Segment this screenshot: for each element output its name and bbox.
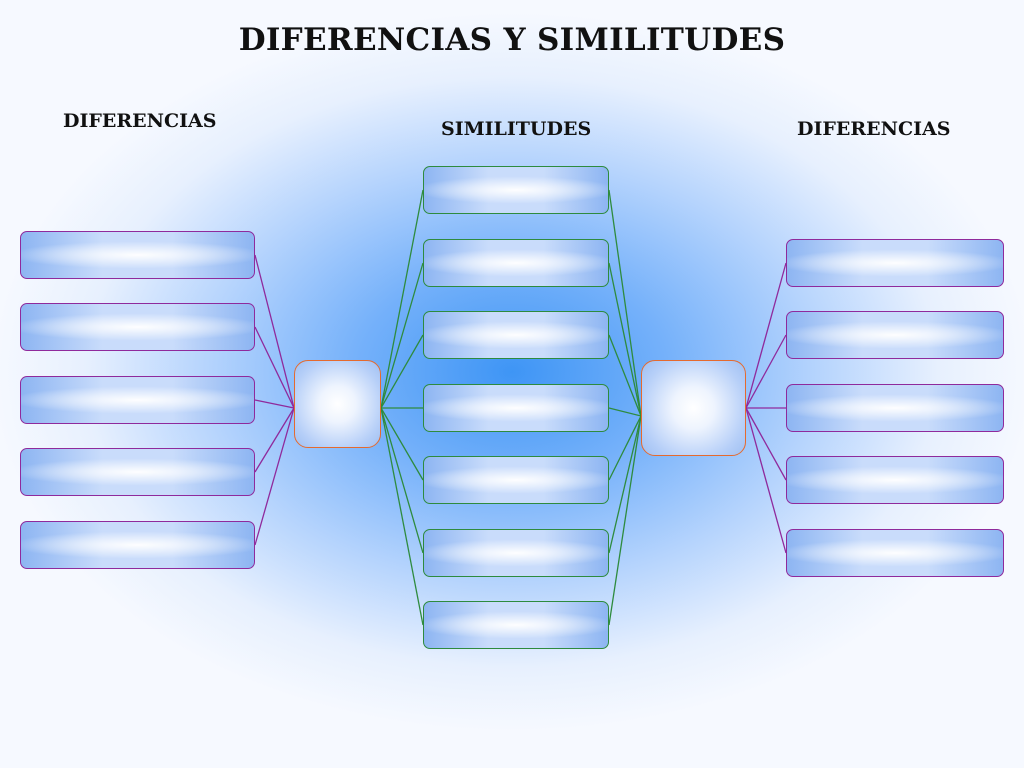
left-concept-box[interactable] (294, 360, 381, 448)
similarity-box[interactable] (423, 529, 609, 577)
right-similarity-connector (608, 189, 642, 417)
left-difference-connector (254, 407, 295, 546)
left-similarity-connector (380, 334, 424, 409)
left-column-label: DIFERENCIAS (63, 110, 217, 132)
right-difference-connector (745, 407, 787, 481)
similarity-box[interactable] (423, 601, 609, 649)
left-similarity-connector (380, 189, 424, 409)
similarity-box[interactable] (423, 384, 609, 432)
left-similarity-connector (380, 407, 424, 554)
left-difference-box[interactable] (20, 521, 255, 569)
middle-column-label: SIMILITUDES (441, 118, 592, 140)
right-difference-box[interactable] (786, 311, 1004, 359)
right-difference-box[interactable] (786, 239, 1004, 287)
similarity-box[interactable] (423, 239, 609, 287)
similarity-box[interactable] (423, 456, 609, 504)
left-difference-box[interactable] (20, 303, 255, 351)
right-similarity-connector (608, 262, 642, 417)
right-difference-box[interactable] (786, 384, 1004, 432)
left-similarity-connector (380, 407, 424, 481)
right-similarity-connector (608, 407, 642, 417)
right-similarity-connector (608, 334, 642, 417)
left-similarity-connector (380, 262, 424, 409)
right-difference-connector (745, 262, 787, 409)
left-difference-box[interactable] (20, 376, 255, 424)
left-difference-connector (254, 407, 295, 473)
right-difference-box[interactable] (786, 529, 1004, 577)
similarity-box[interactable] (423, 166, 609, 214)
right-similarity-connector (608, 415, 642, 554)
right-concept-box[interactable] (641, 360, 746, 456)
left-difference-connector (254, 254, 295, 409)
right-similarity-connector (608, 415, 642, 481)
left-difference-connector (254, 326, 295, 409)
left-difference-box[interactable] (20, 231, 255, 279)
right-column-label: DIFERENCIAS (797, 118, 951, 140)
right-similarity-connector (608, 415, 642, 626)
right-difference-connector (745, 334, 787, 409)
left-similarity-connector (380, 407, 424, 626)
page-title: DIFERENCIAS Y SIMILITUDES (238, 22, 786, 58)
left-difference-box[interactable] (20, 448, 255, 496)
right-difference-connector (745, 407, 787, 554)
similarity-box[interactable] (423, 311, 609, 359)
left-difference-connector (254, 399, 295, 409)
right-difference-box[interactable] (786, 456, 1004, 504)
